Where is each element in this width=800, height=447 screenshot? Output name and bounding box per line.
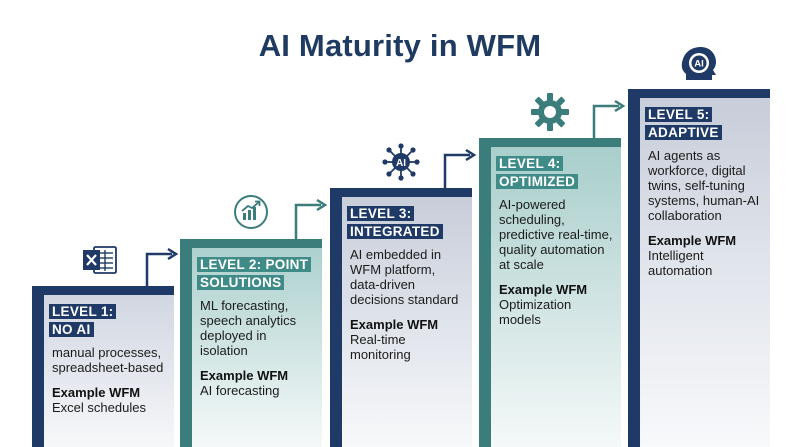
level-4-heading: LEVEL 4: OPTIMIZED [496, 155, 615, 191]
excel-icon [83, 246, 117, 274]
level-3-heading-line2: INTEGRATED [347, 224, 443, 239]
level-1-step: LEVEL 1: NO AI manual processes, spreads… [32, 286, 174, 447]
level-2-heading-line1: LEVEL 2: POINT [197, 257, 312, 272]
level-3-top-bar [330, 188, 472, 197]
level-1-heading-line2: NO AI [49, 322, 94, 337]
arrow-up-right-3 [443, 148, 477, 189]
level-3-example-label: Example WFM [350, 317, 439, 332]
level-4-description: AI-powered scheduling, predictive real-t… [499, 197, 613, 272]
gear-icon [531, 93, 569, 131]
level-2-step: LEVEL 2: POINT SOLUTIONS ML forecasting,… [180, 239, 322, 447]
level-1-side-bar [32, 286, 44, 447]
level-5-description: AI agents as workforce, digital twins, s… [648, 148, 760, 223]
level-2-side-bar [180, 239, 192, 447]
page-title: AI Maturity in WFM [258, 28, 542, 63]
level-3-side-bar [330, 188, 342, 447]
arrow-up-right-2 [294, 198, 328, 239]
arrow-up-right-4 [592, 99, 626, 138]
level-3-description: AI embedded in WFM platform, data-driven… [350, 247, 459, 307]
ai-head-icon: AI [681, 47, 716, 80]
level-2-description: ML forecasting, speech analytics deploye… [200, 298, 297, 358]
level-1-description: manual processes, spreadsheet-based [52, 345, 164, 375]
level-3-example-value: Real-time monitoring [350, 332, 411, 362]
growth-chart-icon [234, 195, 268, 229]
level-4-example-label: Example WFM [499, 282, 588, 297]
level-4-heading-line2: OPTIMIZED [496, 174, 579, 189]
level-5-top-bar [628, 89, 770, 98]
level-5-heading-line1: LEVEL 5: [645, 107, 713, 122]
ai-head-icon-label: AI [694, 59, 704, 70]
level-1-example-value: Excel schedules [52, 400, 146, 415]
level-2-heading: LEVEL 2: POINT SOLUTIONS [197, 256, 316, 292]
level-5-example-value: Intelligent automation [648, 248, 713, 278]
level-3-step: LEVEL 3: INTEGRATED AI embedded in WFM p… [330, 188, 472, 447]
level-4-side-bar [479, 138, 491, 447]
level-5-step: LEVEL 5: ADAPTIVE AI agents as workforce… [628, 89, 770, 447]
arrow-up-right-1 [145, 247, 179, 286]
level-1-example-label: Example WFM [52, 385, 141, 400]
level-4-step: LEVEL 4: OPTIMIZED AI-powered scheduling… [479, 138, 621, 447]
level-3-heading: LEVEL 3: INTEGRATED [347, 205, 466, 241]
level-4-example-value: Optimization models [499, 297, 572, 327]
level-4-heading-line1: LEVEL 4: [496, 156, 564, 171]
level-4-top-bar [479, 138, 621, 147]
level-5-example-label: Example WFM [648, 233, 737, 248]
level-1-top-bar [32, 286, 174, 295]
level-2-top-bar [180, 239, 322, 248]
level-1-heading: LEVEL 1: NO AI [49, 303, 168, 339]
ai-network-icon: AI [382, 143, 420, 181]
level-5-heading-line2: ADAPTIVE [645, 125, 722, 140]
level-5-heading: LEVEL 5: ADAPTIVE [645, 106, 764, 142]
level-2-example-label: Example WFM [200, 368, 289, 383]
level-2-example-value: AI forecasting [200, 383, 280, 398]
level-3-heading-line1: LEVEL 3: [347, 206, 415, 221]
level-2-heading-line2: SOLUTIONS [197, 275, 285, 290]
level-1-heading-line1: LEVEL 1: [49, 304, 117, 319]
ai-network-icon-label: AI [396, 158, 406, 169]
level-5-side-bar [628, 89, 640, 447]
